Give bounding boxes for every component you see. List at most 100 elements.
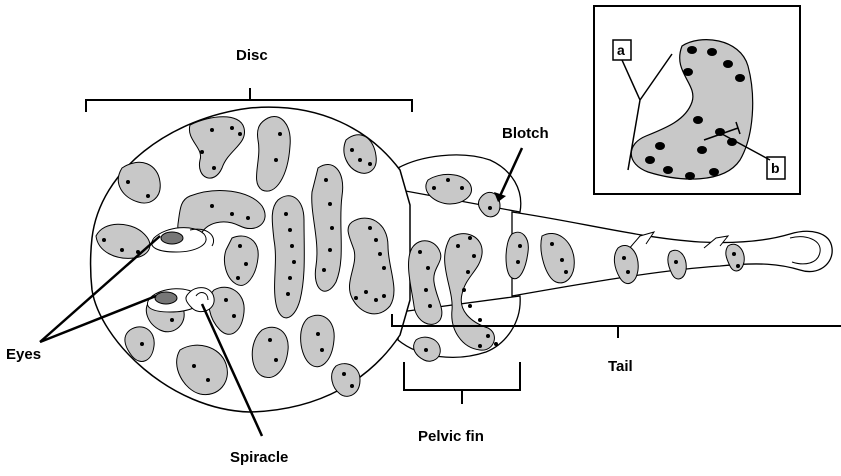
pattern-dot <box>146 194 150 198</box>
pattern-dot <box>320 348 324 352</box>
inset-dot <box>685 172 695 180</box>
pattern-dot <box>224 298 228 302</box>
pattern-dot <box>316 332 320 336</box>
inset-label-b: b <box>771 160 780 176</box>
pattern-dot <box>424 288 428 292</box>
pattern-dot <box>368 226 372 230</box>
pattern-dot <box>382 294 386 298</box>
inset-dot <box>697 146 707 154</box>
pattern-dot <box>206 378 210 382</box>
inset-panel: a b <box>594 6 800 194</box>
inset-dot <box>687 46 697 54</box>
pattern-dot <box>354 296 358 300</box>
pattern-dot <box>140 342 144 346</box>
pattern-dot <box>288 228 292 232</box>
inset-dot <box>707 48 717 56</box>
pattern-dot <box>460 186 464 190</box>
inset-dot <box>683 68 693 76</box>
pattern-dot <box>238 244 242 248</box>
pattern-dot <box>284 212 288 216</box>
pattern-dot <box>732 252 736 256</box>
inset-dot <box>655 142 665 150</box>
pattern-dot <box>330 226 334 230</box>
pattern-dot <box>170 318 174 322</box>
pattern-dot <box>472 254 476 258</box>
pattern-dot <box>478 344 482 348</box>
pattern-dot <box>232 314 236 318</box>
inset-dot <box>735 74 745 82</box>
pattern-dot <box>564 270 568 274</box>
pattern-dot <box>230 212 234 216</box>
pattern-dot <box>382 266 386 270</box>
pattern-dot <box>274 158 278 162</box>
pattern-dot <box>210 204 214 208</box>
pattern-dot <box>374 238 378 242</box>
pattern-dot <box>432 186 436 190</box>
pattern-dot <box>626 270 630 274</box>
pattern-dot <box>374 298 378 302</box>
pattern-dot <box>378 252 382 256</box>
pattern-dot <box>364 290 368 294</box>
pattern-dot <box>466 270 470 274</box>
pattern-dot <box>424 348 428 352</box>
pattern-dot <box>446 178 450 182</box>
pattern-dot <box>468 304 472 308</box>
pelvic-fin-label: Pelvic fin <box>418 428 484 445</box>
inset-dot <box>723 60 733 68</box>
pattern-dot <box>516 260 520 264</box>
pattern-dot <box>230 126 234 130</box>
pattern-dot <box>462 288 466 292</box>
pattern-dot <box>324 178 328 182</box>
inset-label-a: a <box>617 42 625 58</box>
eyes-label: Eyes <box>6 346 41 363</box>
pattern-dot <box>736 264 740 268</box>
pattern-dot <box>236 276 240 280</box>
pattern-dot <box>488 206 492 210</box>
pattern-dot <box>268 338 272 342</box>
pelvic-fin-bracket <box>404 362 520 404</box>
pattern-dot <box>486 334 490 338</box>
pattern-dot <box>322 268 326 272</box>
tail-label: Tail <box>608 358 633 375</box>
pattern-dot <box>238 132 242 136</box>
pattern-dot <box>426 266 430 270</box>
pattern-dot <box>192 364 196 368</box>
pattern-dot <box>278 132 282 136</box>
pattern-dot <box>456 244 460 248</box>
pattern-dot <box>342 372 346 376</box>
inset-dot <box>693 116 703 124</box>
pattern-dot <box>286 292 290 296</box>
pattern-dot <box>126 180 130 184</box>
pattern-dot <box>418 250 422 254</box>
pattern-dot <box>212 166 216 170</box>
pattern-dot <box>244 262 248 266</box>
pattern-dot <box>494 342 498 346</box>
pattern-dot <box>246 216 250 220</box>
pattern-dot <box>358 158 362 162</box>
inset-dot <box>663 166 673 174</box>
pattern-dot <box>478 318 482 322</box>
pattern-dot <box>468 236 472 240</box>
pattern-dot <box>200 150 204 154</box>
pattern-dot <box>350 148 354 152</box>
pattern-dot <box>328 248 332 252</box>
pattern-dot <box>328 202 332 206</box>
pattern-dot <box>368 162 372 166</box>
pattern-dot <box>350 384 354 388</box>
pattern-dot <box>518 244 522 248</box>
spiracle-label: Spiracle <box>230 449 288 466</box>
pattern-dot <box>428 304 432 308</box>
pattern-dot <box>274 358 278 362</box>
pattern-dot <box>560 258 564 262</box>
pattern-dot <box>210 128 214 132</box>
pattern-dot <box>288 276 292 280</box>
pattern-dot <box>674 260 678 264</box>
disc-label: Disc <box>236 47 268 64</box>
pattern-dot <box>622 256 626 260</box>
pattern-dot <box>120 248 124 252</box>
inset-dot <box>709 168 719 176</box>
pattern-dot <box>292 260 296 264</box>
blotch-label: Blotch <box>502 125 549 142</box>
